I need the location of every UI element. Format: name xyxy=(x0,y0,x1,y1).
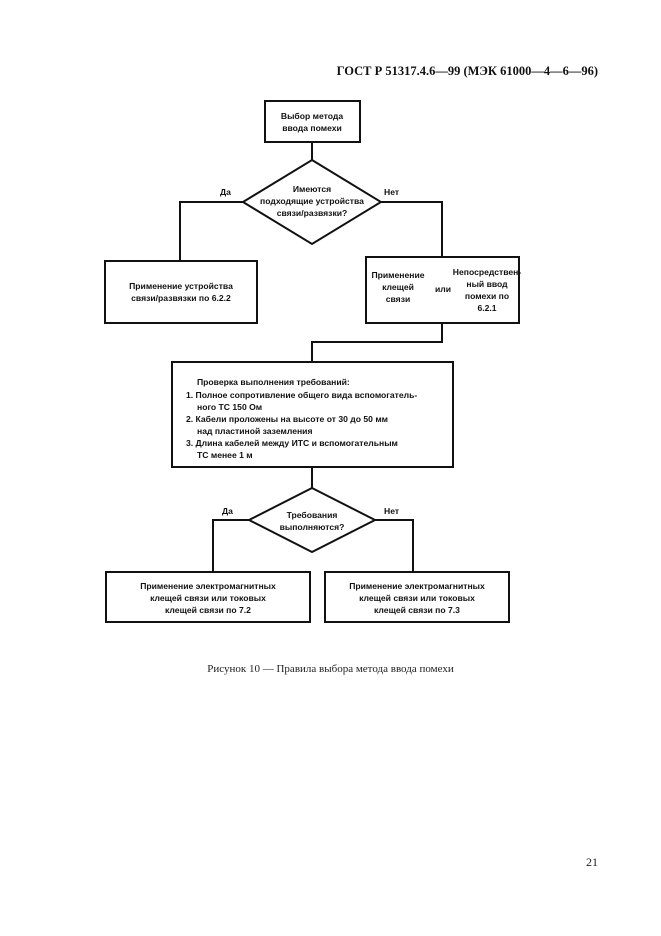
decision2-no-label: Нет xyxy=(384,506,399,516)
alt-connector: или xyxy=(435,284,451,294)
decision1-no-label: Нет xyxy=(384,187,399,197)
line-decision1-yes xyxy=(179,201,243,261)
cdn-box: Применение устройства связи/развязки по … xyxy=(104,260,258,324)
alt-right-line-2: ный ввод xyxy=(466,279,508,289)
page-number: 21 xyxy=(586,855,598,869)
start-line-2: ввода помехи xyxy=(282,123,342,133)
start-box: Выбор метода ввода помехи xyxy=(264,100,361,143)
decision2-yes-label: Да xyxy=(222,506,233,516)
alt-left-line-3: связи xyxy=(386,294,411,304)
alt-left-line-2: клещей xyxy=(382,282,414,292)
standard-header: ГОСТ Р 51317.4.6—99 (МЭК 61000—4—6—96) xyxy=(336,64,598,78)
decision1-line-3: связи/развязки? xyxy=(277,208,348,218)
check-title: Проверка выполнения требований: xyxy=(197,377,350,387)
decision2-line-1: Требования xyxy=(287,510,338,520)
decision1-line-2: подходящие устройства xyxy=(260,196,364,206)
alt-right-line-1: Непосредствен- xyxy=(453,267,522,277)
check-line-4: над пластиной заземления xyxy=(197,426,312,436)
decision1-diamond: Имеются подходящие устройства связи/разв… xyxy=(241,158,383,246)
result-no-line-1: Применение электромагнитных xyxy=(349,581,485,591)
result-no-line-2: клещей связи или токовых xyxy=(359,593,475,603)
line-decision2-no xyxy=(375,519,414,572)
alt-right-line-3: помехи по xyxy=(465,291,509,301)
result-no-box: Применение электромагнитных клещей связи… xyxy=(324,571,510,623)
check-line-5: 3. Длина кабелей между ИТС и вспомогател… xyxy=(186,438,398,448)
decision2-line-2: выполняются? xyxy=(280,522,345,532)
result-yes-line-1: Применение электромагнитных xyxy=(140,581,276,591)
check-box: Проверка выполнения требований: 1. Полно… xyxy=(171,361,454,468)
alt-right-line-4: 6.2.1 xyxy=(477,303,496,313)
check-line-2: ного ТС 150 Ом xyxy=(197,402,262,412)
cdn-line-2: связи/развязки по 6.2.2 xyxy=(131,293,231,303)
line-decision2-yes xyxy=(212,519,249,572)
figure-caption: Рисунок 10 — Правила выбора метода ввода… xyxy=(207,663,454,675)
decision2-diamond: Требования выполняются? xyxy=(246,486,378,554)
connector-lines xyxy=(179,142,443,572)
line-decision1-no xyxy=(381,201,443,257)
result-no-line-3: клещей связи по 7.3 xyxy=(374,605,460,615)
check-line-6: ТС менее 1 м xyxy=(197,450,253,460)
check-line-1: 1. Полное сопротивление общего вида вспо… xyxy=(186,390,417,400)
result-yes-line-2: клещей связи или токовых xyxy=(150,593,266,603)
alt-left-line-1: Применение xyxy=(371,270,424,280)
decision1-line-1: Имеются xyxy=(293,184,331,194)
start-line-1: Выбор метода xyxy=(281,111,343,121)
decision1-yes-label: Да xyxy=(220,187,231,197)
line-alt-to-check xyxy=(311,323,443,362)
check-line-3: 2. Кабели проложены на высоте от 30 до 5… xyxy=(186,414,388,424)
cdn-line-1: Применение устройства xyxy=(129,281,233,291)
alt-box: Применение клещей связи или Непосредстве… xyxy=(365,256,522,324)
result-yes-box: Применение электромагнитных клещей связи… xyxy=(105,571,311,623)
result-yes-line-3: клещей связи по 7.2 xyxy=(165,605,251,615)
